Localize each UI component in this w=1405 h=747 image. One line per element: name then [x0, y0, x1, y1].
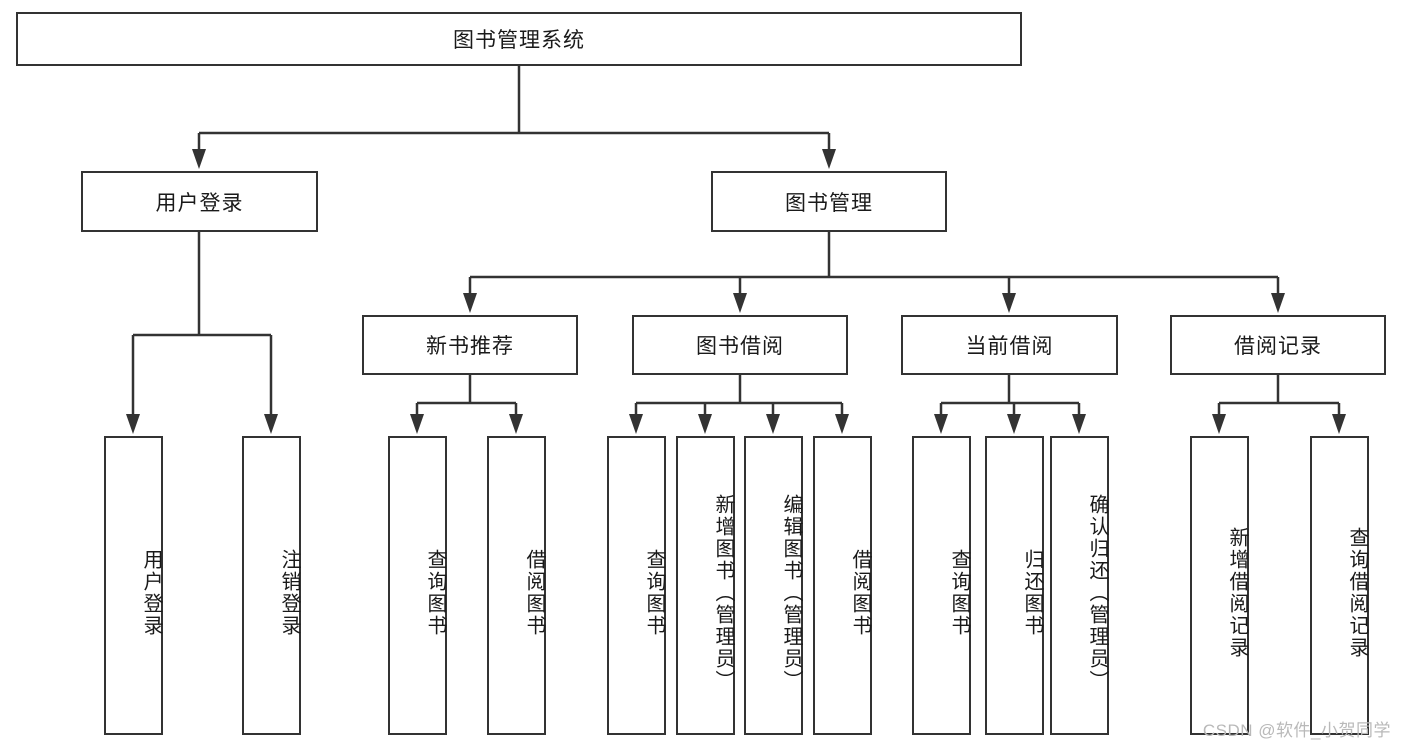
node-label: 编辑图书（管理员） [780, 493, 802, 692]
borrow-bus-arrow-3 [835, 414, 849, 434]
node-leaf-rec-1[interactable]: 新增借阅记录 [1190, 436, 1249, 735]
node-label: 新增借阅记录 [1226, 526, 1248, 659]
node-record[interactable]: 借阅记录 [1170, 315, 1386, 375]
borrow-bus-arrow-0 [629, 414, 643, 434]
node-label: 借阅记录 [1234, 335, 1322, 358]
node-label: 查询图书 [643, 548, 665, 637]
bookmgmt-bus-arrow-3 [1271, 293, 1285, 313]
node-current[interactable]: 当前借阅 [901, 315, 1118, 375]
record-bus-arrow-0 [1212, 414, 1226, 434]
login-bus-arrow-0 [126, 414, 140, 434]
node-label: 新增图书（管理员） [712, 493, 734, 692]
node-leaf-borrow-2[interactable]: 新增图书（管理员） [676, 436, 735, 735]
node-login[interactable]: 用户登录 [81, 171, 318, 232]
node-leaf-borrow-1[interactable]: 查询图书 [607, 436, 666, 735]
borrow-bus-arrow-2 [766, 414, 780, 434]
node-label: 确认归还（管理员） [1086, 493, 1108, 692]
node-label: 借阅图书 [849, 548, 871, 637]
node-label: 图书借阅 [696, 335, 784, 358]
node-borrow[interactable]: 图书借阅 [632, 315, 848, 375]
node-leaf-borrow-3[interactable]: 编辑图书（管理员） [744, 436, 803, 735]
node-leaf-login-2[interactable]: 注销登录 [242, 436, 301, 735]
node-label: 借阅图书 [523, 548, 545, 637]
node-label: 归还图书 [1021, 548, 1043, 637]
node-newbook[interactable]: 新书推荐 [362, 315, 578, 375]
node-bookmgmt[interactable]: 图书管理 [711, 171, 947, 232]
node-leaf-cur-2[interactable]: 归还图书 [985, 436, 1044, 735]
node-label: 用户登录 [155, 191, 244, 215]
node-leaf-borrow-4[interactable]: 借阅图书 [813, 436, 872, 735]
node-label: 查询图书 [948, 548, 970, 637]
node-label: 注销登录 [278, 548, 300, 637]
node-leaf-rec-2[interactable]: 查询借阅记录 [1310, 436, 1369, 735]
current-bus-arrow-1 [1007, 414, 1021, 434]
node-label: 新书推荐 [426, 335, 514, 358]
bookmgmt-bus-arrow-1 [733, 293, 747, 313]
login-bus-arrow-1 [264, 414, 278, 434]
node-label: 图书管理系统 [453, 29, 585, 52]
node-label: 图书管理 [785, 191, 873, 215]
root-bus-arrow-0 [192, 149, 206, 169]
current-bus-arrow-2 [1072, 414, 1086, 434]
current-bus-arrow-0 [934, 414, 948, 434]
node-leaf-cur-3[interactable]: 确认归还（管理员） [1050, 436, 1109, 735]
node-label: 当前借阅 [965, 335, 1054, 358]
newbook-bus-arrow-1 [509, 414, 523, 434]
borrow-bus-arrow-1 [698, 414, 712, 434]
bookmgmt-bus-arrow-0 [463, 293, 477, 313]
root-bus-arrow-1 [822, 149, 836, 169]
bookmgmt-bus-arrow-2 [1002, 293, 1016, 313]
node-leaf-new-1[interactable]: 查询图书 [388, 436, 447, 735]
record-bus-arrow-1 [1332, 414, 1346, 434]
newbook-bus-arrow-0 [410, 414, 424, 434]
node-label: 用户登录 [140, 548, 162, 637]
node-label: 查询图书 [424, 548, 446, 637]
watermark-label: CSDN @软件_小贺同学 [1202, 721, 1391, 740]
node-leaf-login-1[interactable]: 用户登录 [104, 436, 163, 735]
node-root[interactable]: 图书管理系统 [16, 12, 1022, 66]
node-label: 查询借阅记录 [1346, 526, 1368, 659]
node-leaf-cur-1[interactable]: 查询图书 [912, 436, 971, 735]
node-leaf-new-2[interactable]: 借阅图书 [487, 436, 546, 735]
